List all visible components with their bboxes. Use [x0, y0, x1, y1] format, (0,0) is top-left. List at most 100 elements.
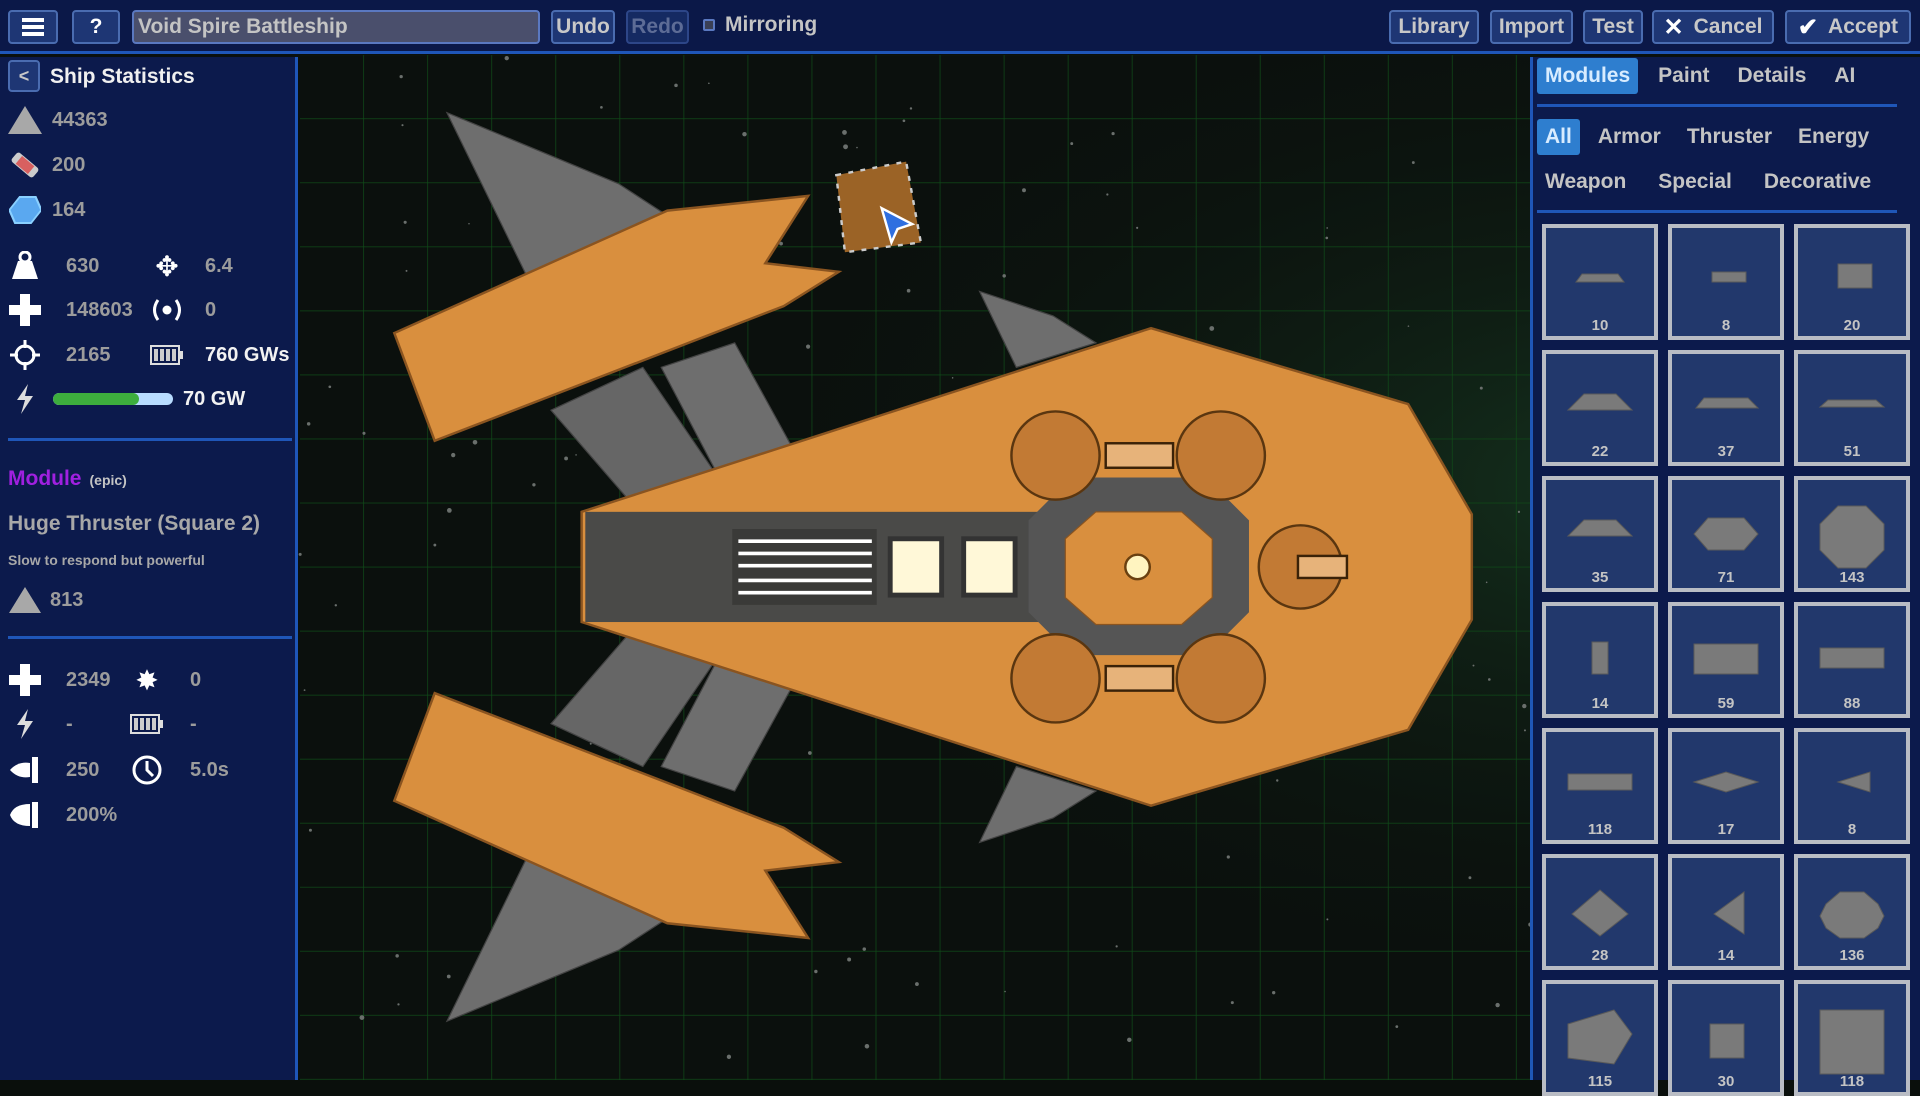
module-tile[interactable]: 22: [1542, 350, 1658, 466]
redo-button[interactable]: Redo: [626, 10, 689, 44]
ship-name-input[interactable]: Void Spire Battleship: [132, 10, 540, 44]
star: [468, 223, 470, 225]
module-cost: 22: [1591, 443, 1609, 460]
thrust-arrows-icon: ✥: [155, 250, 179, 282]
cargo-capsule-icon: [8, 148, 42, 182]
accept-button[interactable]: ✔ Accept: [1785, 10, 1911, 44]
star: [814, 969, 818, 974]
mass-weight-icon: [8, 249, 42, 283]
module-shape-square-icon: [1709, 1023, 1745, 1059]
star: [1488, 678, 1491, 681]
module-tile[interactable]: 35: [1542, 476, 1658, 592]
category-all[interactable]: All: [1537, 119, 1580, 155]
star: [1276, 779, 1279, 782]
ship-statistics-panel: < Ship Statistics 44363 200 164 630 ✥ 6.…: [0, 57, 298, 1080]
collapse-panel-button[interactable]: <: [8, 60, 40, 92]
module-tile[interactable]: 115: [1542, 980, 1658, 1096]
tab-modules[interactable]: Modules: [1537, 58, 1639, 94]
module-shape-octagon-icon: [1819, 505, 1885, 569]
health-cross-icon: [8, 293, 42, 327]
mouse-cursor-icon: [879, 205, 916, 246]
module-tile[interactable]: 88: [1794, 602, 1910, 718]
module-rarity: (epic): [89, 472, 127, 488]
module-name: Huge Thruster (Square 2): [8, 512, 261, 535]
module-cost: 35: [1591, 569, 1609, 586]
module-battery: -: [190, 713, 197, 735]
power-bar: [53, 393, 173, 405]
crystal-icon: [8, 193, 42, 227]
ship[interactable]: [392, 111, 1474, 1023]
module-shape-rect-bar-icon: [1567, 773, 1633, 791]
shield-icon: [8, 798, 42, 832]
star: [1004, 990, 1006, 993]
divider: [1537, 104, 1897, 107]
module-tile[interactable]: 14: [1542, 602, 1658, 718]
mirroring-toggle[interactable]: Mirroring: [703, 13, 817, 37]
module-cost: 20: [1843, 317, 1861, 334]
module-tile[interactable]: 20: [1794, 224, 1910, 340]
mirroring-checkbox[interactable]: [703, 19, 715, 31]
module-tile[interactable]: 8: [1794, 728, 1910, 844]
star: [864, 1043, 870, 1049]
module-cost: 14: [1591, 695, 1609, 712]
checkmark-icon: ✔: [1797, 13, 1819, 41]
star: [915, 982, 919, 986]
undo-button[interactable]: Undo: [551, 10, 615, 44]
category-thruster[interactable]: Thruster: [1686, 125, 1773, 148]
module-tile[interactable]: 51: [1794, 350, 1910, 466]
module-shape-rhombus-flat-icon: [1692, 771, 1760, 793]
star: [1523, 729, 1526, 732]
category-weapon[interactable]: Weapon: [1545, 170, 1627, 193]
module-tile[interactable]: 59: [1668, 602, 1784, 718]
star: [1485, 581, 1488, 584]
module-tile[interactable]: 143: [1794, 476, 1910, 592]
star: [600, 106, 603, 109]
star: [1468, 876, 1472, 880]
ship-power: 70 GW: [183, 388, 246, 410]
module-tile[interactable]: 10: [1542, 224, 1658, 340]
star: [433, 543, 437, 547]
module-tile[interactable]: 118: [1542, 728, 1658, 844]
module-tile[interactable]: 8: [1668, 224, 1784, 340]
category-energy[interactable]: Energy: [1798, 125, 1870, 148]
star: [1479, 386, 1483, 390]
module-tile[interactable]: 17: [1668, 728, 1784, 844]
module-shape-trapezoid-long-icon: [1818, 399, 1886, 408]
tab-paint[interactable]: Paint: [1658, 64, 1710, 87]
module-tile[interactable]: 28: [1542, 854, 1658, 970]
category-decorative[interactable]: Decorative: [1763, 170, 1872, 193]
ship-battery: 760 GWs: [205, 344, 290, 366]
library-button[interactable]: Library: [1389, 10, 1479, 44]
menu-button[interactable]: [8, 10, 58, 44]
ship-cost: 44363: [52, 109, 108, 131]
star: [399, 74, 403, 79]
ship-health: 148603: [66, 299, 133, 321]
tab-ai[interactable]: AI: [1834, 64, 1856, 87]
tab-details[interactable]: Details: [1737, 64, 1807, 87]
cancel-button[interactable]: ✕ Cancel: [1652, 10, 1774, 44]
module-cost: 8: [1721, 317, 1731, 334]
module-cost: 17: [1717, 821, 1735, 838]
star: [1325, 236, 1329, 240]
modules-panel: Modules Paint Details AI All Armor Thrus…: [1530, 57, 1920, 1096]
module-tile[interactable]: 136: [1794, 854, 1910, 970]
module-shape-trapezoid-thin-icon: [1575, 273, 1625, 283]
module-tile[interactable]: 118: [1794, 980, 1910, 1096]
test-button[interactable]: Test: [1583, 10, 1643, 44]
category-armor[interactable]: Armor: [1597, 125, 1661, 148]
star: [1111, 132, 1115, 136]
module-tile[interactable]: 30: [1668, 980, 1784, 1096]
star: [451, 452, 456, 458]
help-button[interactable]: ?: [72, 10, 120, 44]
module-tile[interactable]: 37: [1668, 350, 1784, 466]
module-tile[interactable]: 14: [1668, 854, 1784, 970]
module-tile[interactable]: 71: [1668, 476, 1784, 592]
module-cost: 51: [1843, 443, 1861, 460]
star: [303, 689, 306, 692]
module-shape-bar-small-icon: [1711, 271, 1747, 283]
star: [808, 751, 812, 755]
import-button[interactable]: Import: [1490, 10, 1573, 44]
star: [589, 742, 592, 745]
category-special[interactable]: Special: [1658, 170, 1732, 193]
star: [306, 422, 311, 426]
